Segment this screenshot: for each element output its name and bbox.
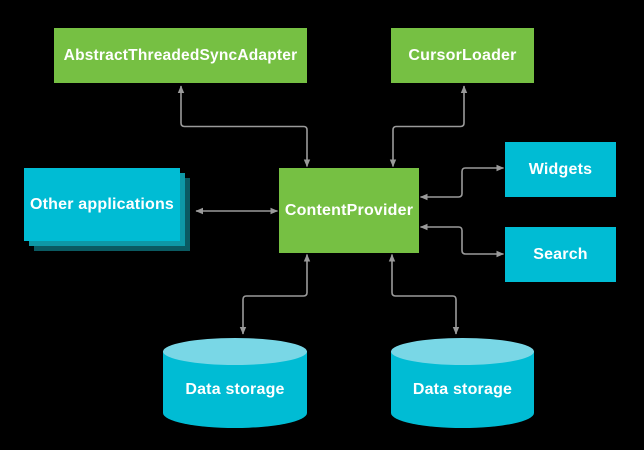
node-label: Data storage — [412, 380, 513, 398]
cylinder-top — [163, 338, 307, 365]
edge-syncadapter-contentprovider — [177, 85, 311, 168]
cylinder-top — [391, 338, 534, 365]
node-cursor-loader: CursorLoader — [391, 28, 534, 83]
node-data-storage-right: Data storage — [391, 338, 534, 428]
node-label: ContentProvider — [284, 201, 414, 219]
node-search: Search — [505, 227, 616, 282]
node-abstract-threaded-sync-adapter: AbstractThreadedSyncAdapter — [54, 28, 307, 83]
node-data-storage-left: Data storage — [163, 338, 307, 428]
edge-contentprovider-datastorage-left — [239, 253, 311, 335]
node-label: AbstractThreadedSyncAdapter — [63, 46, 298, 64]
node-label: Data storage — [185, 380, 285, 398]
node-label: CursorLoader — [408, 46, 517, 64]
node-other-applications: Other applications — [24, 168, 190, 251]
node-label: Other applications — [29, 195, 175, 213]
edge-contentprovider-widgets — [419, 164, 505, 201]
stack-layer-front: Other applications — [24, 168, 180, 241]
edge-cursorloader-contentprovider — [389, 85, 468, 168]
edge-contentprovider-search — [419, 223, 505, 258]
node-widgets: Widgets — [505, 142, 616, 197]
node-label: Search — [533, 245, 588, 263]
node-content-provider: ContentProvider — [279, 168, 419, 253]
edge-contentprovider-datastorage-right — [388, 253, 460, 335]
node-label: Widgets — [528, 160, 593, 178]
